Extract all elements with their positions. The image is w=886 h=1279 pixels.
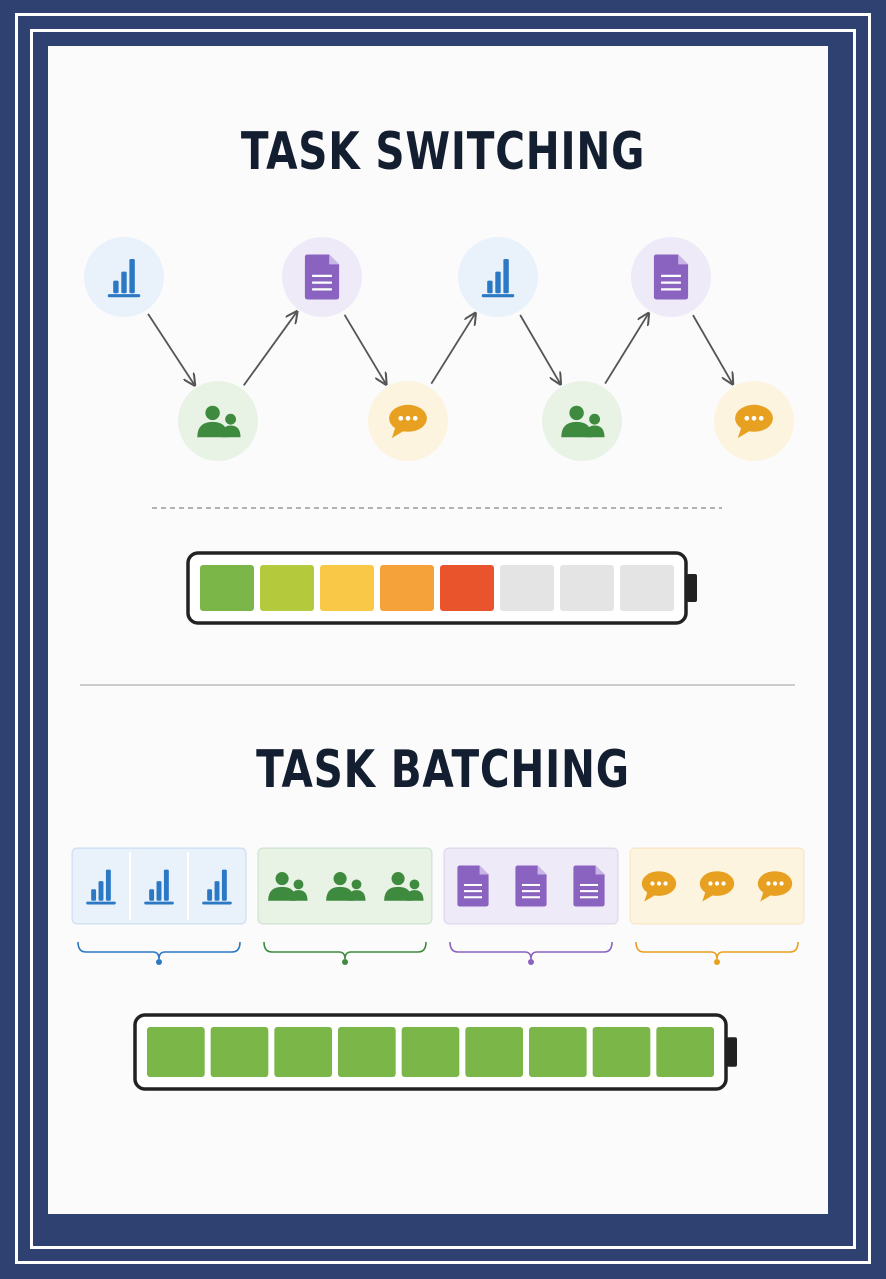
batch-group: [257, 847, 433, 965]
document-icon: [457, 865, 489, 907]
people-icon: [268, 872, 308, 901]
battery-cell-filled: [440, 565, 494, 611]
battery-cell-filled: [320, 565, 374, 611]
switch-task-node: [368, 381, 448, 461]
brace-dot: [528, 959, 534, 965]
switch-arrow: [692, 314, 732, 383]
chat-icon: [641, 871, 677, 902]
switch-arrow: [519, 314, 560, 383]
document-icon: [515, 865, 547, 907]
people-icon: [561, 405, 605, 438]
outer-frame: [15, 13, 871, 1264]
batching-energy-battery: [133, 1013, 737, 1091]
battery-cell-filled: [147, 1027, 205, 1077]
task-switching-title: TASK SWITCHING: [240, 122, 646, 182]
brace-dot: [714, 959, 720, 965]
battery-cell-filled: [338, 1027, 396, 1077]
task-batching-title: TASK BATCHING: [256, 740, 630, 800]
chart-icon: [481, 259, 515, 298]
switch-task-node: [458, 237, 538, 317]
document-icon: [573, 865, 605, 907]
people-icon: [197, 405, 241, 438]
battery-cell-filled: [210, 1027, 269, 1077]
switch-arrow: [604, 314, 648, 385]
batch-group-brace: [635, 941, 799, 960]
document-icon: [653, 254, 689, 300]
brace-dot: [156, 959, 162, 965]
switch-task-node: [282, 237, 362, 317]
switching-diagram: [84, 237, 794, 461]
people-icon: [326, 872, 366, 901]
batch-group-box: [257, 847, 433, 925]
battery-cell-filled: [380, 565, 434, 611]
switch-arrow: [243, 313, 296, 386]
chart-icon: [107, 259, 141, 298]
chat-icon: [735, 404, 773, 439]
batch-group: [71, 847, 247, 965]
switching-energy-battery: [186, 551, 697, 625]
battery-cell-filled: [401, 1027, 460, 1077]
chart-icon: [144, 869, 174, 905]
chart-icon: [202, 869, 232, 905]
batch-group-brace: [263, 941, 427, 960]
batch-group-brace: [449, 941, 613, 960]
battery-cell-filled: [592, 1027, 651, 1077]
switch-task-node: [631, 237, 711, 317]
battery-cell-filled: [260, 565, 314, 611]
switch-task-node: [714, 381, 794, 461]
node-background: [178, 381, 258, 461]
battery-cell-filled: [656, 1027, 714, 1077]
battery-cell-filled: [529, 1027, 587, 1077]
batch-group: [443, 847, 619, 965]
switch-task-node: [84, 237, 164, 317]
chat-icon: [699, 871, 735, 902]
batch-group: [629, 847, 805, 965]
chat-icon: [757, 871, 793, 902]
battery-cell-filled: [200, 565, 254, 611]
batch-group-brace: [77, 941, 241, 960]
switch-task-node: [542, 381, 622, 461]
switch-arrow: [343, 314, 386, 383]
battery-cell-filled: [465, 1027, 523, 1077]
chat-icon: [389, 404, 427, 439]
battery-terminal: [687, 574, 697, 602]
battery-cell-filled: [274, 1027, 332, 1077]
brace-dot: [342, 959, 348, 965]
document-icon: [304, 254, 340, 300]
batching-diagram: [71, 847, 805, 965]
chart-icon: [86, 869, 116, 905]
battery-cell-empty: [620, 565, 674, 611]
battery-cell-empty: [560, 565, 614, 611]
switch-arrow: [147, 313, 194, 384]
people-icon: [384, 872, 424, 901]
inner-frame: [30, 29, 856, 1249]
battery-terminal: [727, 1037, 737, 1067]
switch-task-node: [178, 381, 258, 461]
battery-cell-empty: [500, 565, 554, 611]
switch-arrow: [430, 314, 474, 385]
node-background: [542, 381, 622, 461]
